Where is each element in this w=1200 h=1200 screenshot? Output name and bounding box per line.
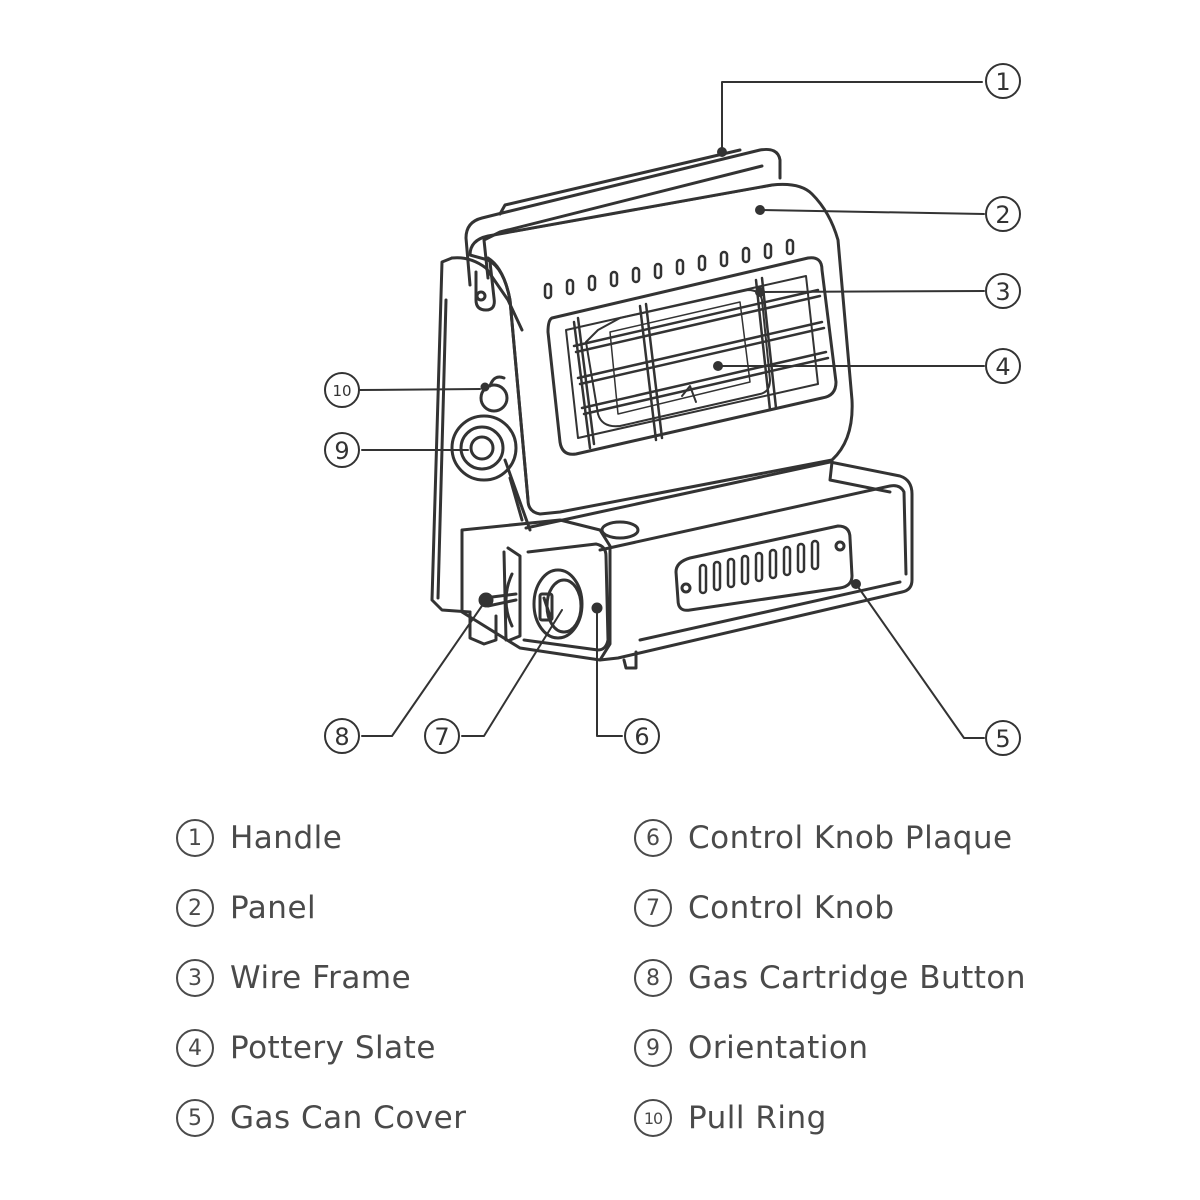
- legend-item-pottery-slate: 4 Pottery Slate: [176, 1026, 436, 1070]
- legend-label: Gas Can Cover: [230, 1100, 467, 1136]
- side-bracket-drawing: [430, 256, 532, 614]
- legend-item-gas-cartridge-button: 8 Gas Cartridge Button: [634, 956, 1026, 1000]
- heater-diagram: 1 2 3 4 5 6 7 8 9 10: [324, 63, 1021, 756]
- legend-item-pull-ring: 10 Pull Ring: [634, 1096, 827, 1140]
- legend-label: Panel: [230, 890, 317, 926]
- wire-frame-drawing: [572, 276, 830, 450]
- legend-item-control-knob-plaque: 6 Control Knob Plaque: [634, 816, 1013, 860]
- callout-10: 10: [332, 382, 351, 400]
- legend-item-control-knob: 7 Control Knob: [634, 886, 895, 930]
- callout-2: 2: [995, 201, 1010, 229]
- legend-number: 7: [634, 889, 672, 927]
- legend-number: 3: [176, 959, 214, 997]
- panel-drawing: [468, 182, 854, 516]
- legend-label: Pull Ring: [688, 1100, 827, 1136]
- leader-dots: [713, 147, 861, 589]
- legend-label: Control Knob Plaque: [688, 820, 1013, 856]
- callout-7: 7: [434, 723, 449, 751]
- gas-can-cover-drawing: [524, 460, 914, 670]
- callout-circles: [324, 63, 1021, 756]
- callout-1: 1: [995, 68, 1010, 96]
- callout-9: 9: [334, 437, 349, 465]
- vent-slots-drawing: [543, 238, 795, 300]
- legend-number: 4: [176, 1029, 214, 1067]
- leader-lines: [359, 81, 985, 739]
- legend-label: Control Knob: [688, 890, 895, 926]
- legend-number: 5: [176, 1099, 214, 1137]
- legend-number: 2: [176, 889, 214, 927]
- legend-item-handle: 1 Handle: [176, 816, 342, 860]
- gas-cartridge-button-drawing: [478, 572, 518, 628]
- callout-4: 4: [995, 353, 1010, 381]
- callout-8: 8: [334, 723, 349, 751]
- callout-3: 3: [995, 278, 1010, 306]
- legend-number: 6: [634, 819, 672, 857]
- legend-item-gas-can-cover: 5 Gas Can Cover: [176, 1096, 466, 1140]
- legend-number: 8: [634, 959, 672, 997]
- orientation-dial-drawing: [450, 414, 518, 482]
- legend-item-wire-frame: 3 Wire Frame: [176, 956, 411, 1000]
- callout-5: 5: [995, 725, 1010, 753]
- legend-number: 9: [634, 1029, 672, 1067]
- legend-item-panel: 2 Panel: [176, 886, 316, 930]
- pull-ring-drawing: [479, 375, 509, 413]
- legend-label: Pottery Slate: [230, 1030, 436, 1066]
- legend-item-orientation: 9 Orientation: [634, 1026, 869, 1070]
- legend-label: Gas Cartridge Button: [688, 960, 1027, 996]
- legend-number: 10: [634, 1099, 672, 1137]
- legend-number: 1: [176, 819, 214, 857]
- callout-6: 6: [634, 723, 649, 751]
- legend-label: Orientation: [688, 1030, 869, 1066]
- legend-label: Handle: [230, 820, 343, 856]
- control-knob-drawing: [532, 568, 584, 640]
- legend-label: Wire Frame: [230, 960, 412, 996]
- handle-drawing: [464, 148, 782, 312]
